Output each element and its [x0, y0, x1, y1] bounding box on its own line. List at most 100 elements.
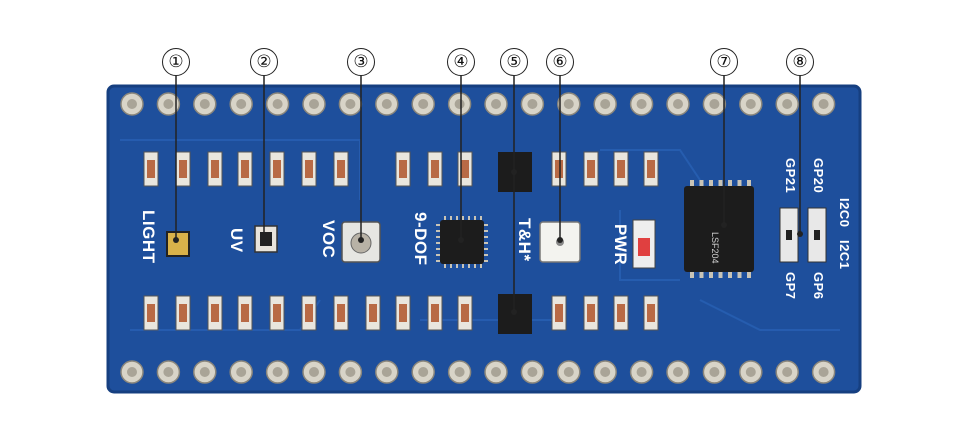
smd-components: [143, 151, 659, 331]
smd-body: [399, 160, 407, 178]
smd-body: [305, 304, 313, 322]
imu-leg: [450, 264, 452, 268]
level-shifter-leg: [690, 180, 694, 186]
smd-body: [179, 304, 187, 322]
imu-leg: [484, 242, 488, 244]
smd-body: [431, 304, 439, 322]
header-pin-hole: [163, 367, 174, 377]
level-shifter-leg: [718, 272, 723, 278]
imu-leg: [436, 224, 440, 226]
label-light: LIGHT: [139, 210, 158, 264]
imu-leg: [436, 242, 440, 244]
header-pin-hole: [418, 367, 429, 377]
header-pin-hole: [745, 99, 756, 109]
level-shifter-leg: [747, 180, 751, 186]
smd-body: [273, 304, 281, 322]
smd-body: [369, 304, 377, 322]
label-i2c0: I2C0: [837, 198, 852, 228]
imu-leg: [444, 216, 446, 220]
level-shifter-leg: [699, 180, 704, 186]
header-pin-hole: [818, 367, 829, 377]
header-pin-hole: [199, 99, 210, 109]
imu-leg: [484, 260, 488, 262]
header-pin-hole: [199, 367, 210, 377]
chip-marking: LSF204: [710, 232, 720, 264]
light-sensor: [166, 231, 190, 257]
header-pin-hole: [272, 99, 283, 109]
header-pin-hole: [381, 99, 392, 109]
smd-body: [587, 160, 595, 178]
level-shifter-leg: [709, 180, 713, 186]
leader-lines: [175, 76, 801, 312]
header-pin-hole: [491, 367, 501, 377]
callout-7: ⑦: [710, 48, 738, 76]
header-pin-hole: [782, 99, 793, 109]
smd-body: [587, 304, 595, 322]
header-pin-hole: [236, 99, 247, 109]
smd-body: [399, 304, 407, 322]
header-pin-hole: [309, 367, 319, 377]
header-pin-hole: [127, 99, 137, 109]
label-gp20: GP20: [811, 158, 826, 194]
header-pin-hole: [636, 367, 647, 377]
header-pin-hole: [600, 367, 611, 377]
imu-leg: [462, 264, 464, 268]
label-th: T&H*: [515, 218, 534, 262]
smd-body: [211, 304, 219, 322]
label-9dof: 9-DOF: [411, 212, 430, 266]
imu-leg: [436, 230, 440, 232]
callout-6: ⑥: [546, 48, 574, 76]
imu-leg: [484, 254, 488, 256]
header-pin-hole: [345, 367, 356, 377]
level-shifter-leg: [737, 272, 742, 278]
header-pin-hole: [418, 99, 429, 109]
imu-leg: [484, 230, 488, 232]
label-uv: UV: [227, 228, 246, 253]
imu-leg: [456, 216, 458, 220]
smd-body: [647, 160, 655, 178]
level-shifter-leg: [718, 180, 723, 186]
header-pin-hole: [527, 367, 538, 377]
callout-1: ①: [162, 48, 190, 76]
header-pin-hole: [745, 367, 756, 377]
smd-body: [647, 304, 655, 322]
smd-body: [147, 160, 155, 178]
label-pwr: PWR: [611, 224, 630, 266]
imu-leg: [450, 216, 452, 220]
level-shifter-legs: [690, 180, 751, 278]
header-pin-hole: [127, 367, 137, 377]
imu-leg: [444, 264, 446, 268]
header-pin-hole: [454, 99, 465, 109]
label-i2c1: I2C1: [837, 240, 852, 270]
smd-body: [461, 304, 469, 322]
callout-4: ④: [447, 48, 475, 76]
header-pin-hole: [491, 99, 501, 109]
imu-leg: [456, 264, 458, 268]
header-pin-hole: [818, 99, 829, 109]
smd-body: [555, 304, 563, 322]
label-gp7: GP7: [783, 272, 798, 300]
imu-leg: [484, 224, 488, 226]
label-gp6: GP6: [811, 272, 826, 300]
level-shifter-leg: [728, 180, 732, 186]
smd-body: [337, 160, 345, 178]
smd-body: [337, 304, 345, 322]
imu-leg: [436, 260, 440, 262]
callout-2: ②: [250, 48, 278, 76]
level-shifter-leg: [699, 272, 704, 278]
header-pin-hole: [309, 99, 319, 109]
header-pin-hole: [782, 367, 793, 377]
smd-body: [555, 160, 563, 178]
imu-leg: [436, 236, 440, 238]
level-shifter-leg: [690, 272, 694, 278]
smd-body: [241, 304, 249, 322]
smd-body: [241, 160, 249, 178]
imu-leg: [480, 216, 482, 220]
header-pin-hole: [673, 99, 683, 109]
smd-body: [617, 160, 625, 178]
callout-8: ⑧: [786, 48, 814, 76]
header-pin-hole: [709, 99, 720, 109]
imu-leg: [436, 254, 440, 256]
